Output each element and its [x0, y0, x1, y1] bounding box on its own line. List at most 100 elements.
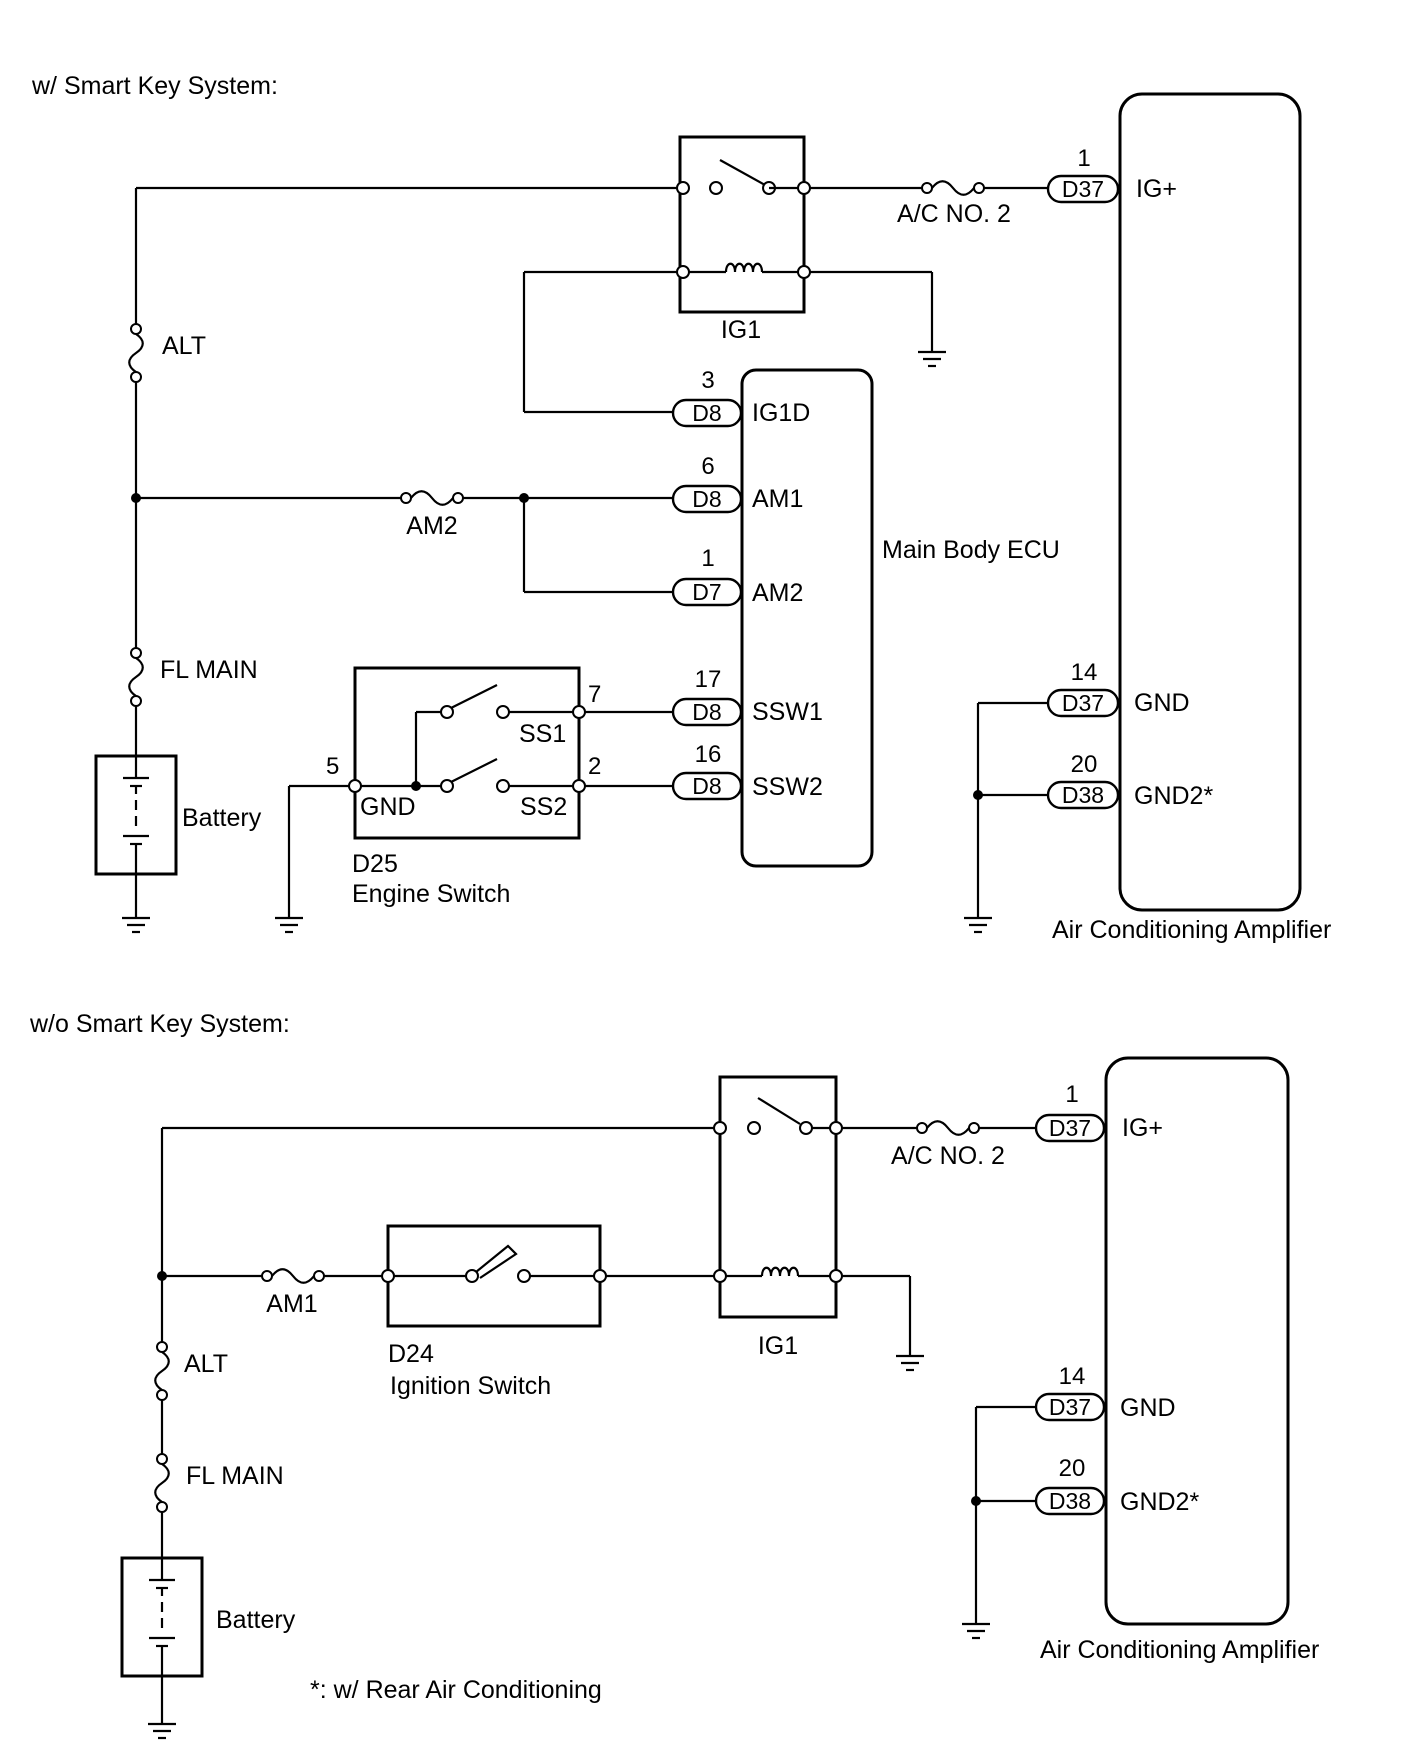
fuse-alt-label: ALT — [162, 332, 206, 360]
amp1-terminal-gnd: 14 D37 GND — [1046, 659, 1190, 718]
terminal-label: AM2 — [752, 579, 803, 607]
engine-switch-box — [353, 666, 581, 840]
relay-terminal — [709, 181, 723, 195]
relay-coil-terminal — [713, 1269, 727, 1283]
engine-switch-id: D25 — [352, 850, 398, 878]
ignition-switch-id: D24 — [388, 1340, 434, 1368]
connector-label: D8 — [692, 486, 721, 512]
ground-icon — [962, 904, 994, 934]
pin-number: 14 — [1059, 1363, 1086, 1390]
switch-terminal — [572, 705, 586, 719]
switch-terminal — [593, 1269, 607, 1283]
ecu-terminal-ig1d: 3 D8 IG1D — [671, 367, 810, 428]
terminal-label: GND — [1120, 1394, 1176, 1422]
fuse-am1-label: AM1 — [266, 1290, 317, 1318]
switch-contact — [440, 779, 454, 793]
pin-number: 3 — [701, 367, 714, 394]
ecu-terminal-am1: 6 D8 AM1 — [671, 453, 803, 514]
relay-terminal — [829, 1121, 843, 1135]
ac-amplifier-1 — [1118, 92, 1302, 912]
terminal-label: AM1 — [752, 485, 803, 513]
connector-label: D8 — [692, 400, 721, 426]
ss2-label: SS2 — [520, 793, 567, 821]
ecu-terminal-ssw1: 17 D8 SSW1 — [671, 666, 823, 727]
switch-terminal — [572, 779, 586, 793]
pin-number: 1 — [1077, 145, 1090, 172]
connector-label: D37 — [1049, 1394, 1091, 1420]
connector-badge — [671, 398, 743, 428]
ss1-label: SS1 — [519, 720, 566, 748]
switch-contact — [517, 1269, 531, 1283]
relay-terminal — [797, 181, 811, 195]
terminal-label: IG1D — [752, 399, 810, 427]
ground-icon — [120, 904, 152, 934]
main-body-ecu — [740, 368, 874, 868]
relay-coil-terminal — [829, 1269, 843, 1283]
connector-label: D7 — [692, 579, 721, 605]
switch-contact — [440, 705, 454, 719]
connector-label: D38 — [1049, 1488, 1091, 1514]
terminal-label: GND2* — [1120, 1488, 1199, 1516]
fuse-ac-no2-2 — [915, 1120, 981, 1136]
switch-terminal — [381, 1269, 395, 1283]
pin-number: 6 — [701, 453, 714, 480]
battery-2-label: Battery — [216, 1606, 296, 1634]
pin-number: 1 — [701, 545, 714, 572]
fuse-fl-main-label: FL MAIN — [160, 656, 258, 684]
relay-switch-arm — [757, 1097, 801, 1125]
engine-switch-pin-gnd: 5 — [326, 753, 339, 780]
main-body-ecu-label: Main Body ECU — [882, 536, 1060, 564]
pin-number: 16 — [695, 741, 722, 768]
amp1-terminal-gnd2: 20 D38 GND2* — [1046, 751, 1213, 810]
ignition-switch-name: Ignition Switch — [390, 1372, 551, 1400]
ground-icon — [146, 1710, 178, 1740]
terminal-label: GND — [1134, 689, 1190, 717]
ignition-switch-arm — [475, 1244, 518, 1279]
switch-contact — [465, 1269, 479, 1283]
terminal-label: GND2* — [1134, 782, 1213, 810]
relay-coil-terminal — [797, 265, 811, 279]
fuse-fl-main-2-label: FL MAIN — [186, 1462, 284, 1490]
amp2-terminal-gnd: 14 D37 GND — [1034, 1363, 1176, 1422]
connector-label: D38 — [1062, 782, 1104, 808]
connector-label: D8 — [692, 773, 721, 799]
junction-dot — [971, 1496, 981, 1506]
relay-terminal — [713, 1121, 727, 1135]
connector-label: D8 — [692, 699, 721, 725]
connector-badge — [1034, 1113, 1106, 1143]
terminal-label: SSW2 — [752, 773, 823, 801]
ss1-switch-arm — [450, 684, 498, 709]
ground-icon — [960, 1610, 992, 1640]
amp2-terminal-gnd2: 20 D38 GND2* — [1034, 1455, 1199, 1516]
fuse-alt-2-label: ALT — [184, 1350, 228, 1378]
ground-icon — [916, 338, 948, 368]
fuse-ac-no2 — [920, 180, 986, 196]
ig1-relay-box — [678, 135, 806, 314]
ground-icon — [273, 904, 305, 934]
connector-label: D37 — [1049, 1115, 1091, 1141]
amp1-terminal-ig: 1 D37 IG+ — [1046, 145, 1177, 204]
fuse-alt — [128, 314, 144, 392]
relay-terminal — [747, 1121, 761, 1135]
pin-number: 20 — [1059, 1455, 1086, 1482]
relay-ig1-label: IG1 — [721, 316, 761, 344]
ac-amplifier-2-label: Air Conditioning Amplifier — [1040, 1636, 1319, 1664]
engine-switch-name: Engine Switch — [352, 880, 510, 908]
fuse-ac-no2-2-label: A/C NO. 2 — [891, 1142, 1005, 1170]
ac-amplifier-1-label: Air Conditioning Amplifier — [1052, 916, 1331, 944]
fuse-am2 — [399, 490, 465, 506]
fuse-ac-no2-label: A/C NO. 2 — [897, 200, 1011, 228]
ecu-terminal-ssw2: 16 D8 SSW2 — [671, 741, 823, 801]
fuse-am1 — [260, 1268, 326, 1284]
switch-contact — [496, 705, 510, 719]
engine-switch-gnd-label: GND — [360, 793, 416, 821]
terminal-label: IG+ — [1136, 175, 1177, 203]
ac-amplifier-2 — [1104, 1056, 1290, 1626]
connector-label: D37 — [1062, 176, 1104, 202]
relay-terminal — [676, 181, 690, 195]
terminal-label: IG+ — [1122, 1114, 1163, 1142]
switch-contact — [496, 779, 510, 793]
engine-switch-pin-ss2: 2 — [588, 753, 601, 780]
engine-switch-pin-ss1: 7 — [588, 681, 601, 708]
